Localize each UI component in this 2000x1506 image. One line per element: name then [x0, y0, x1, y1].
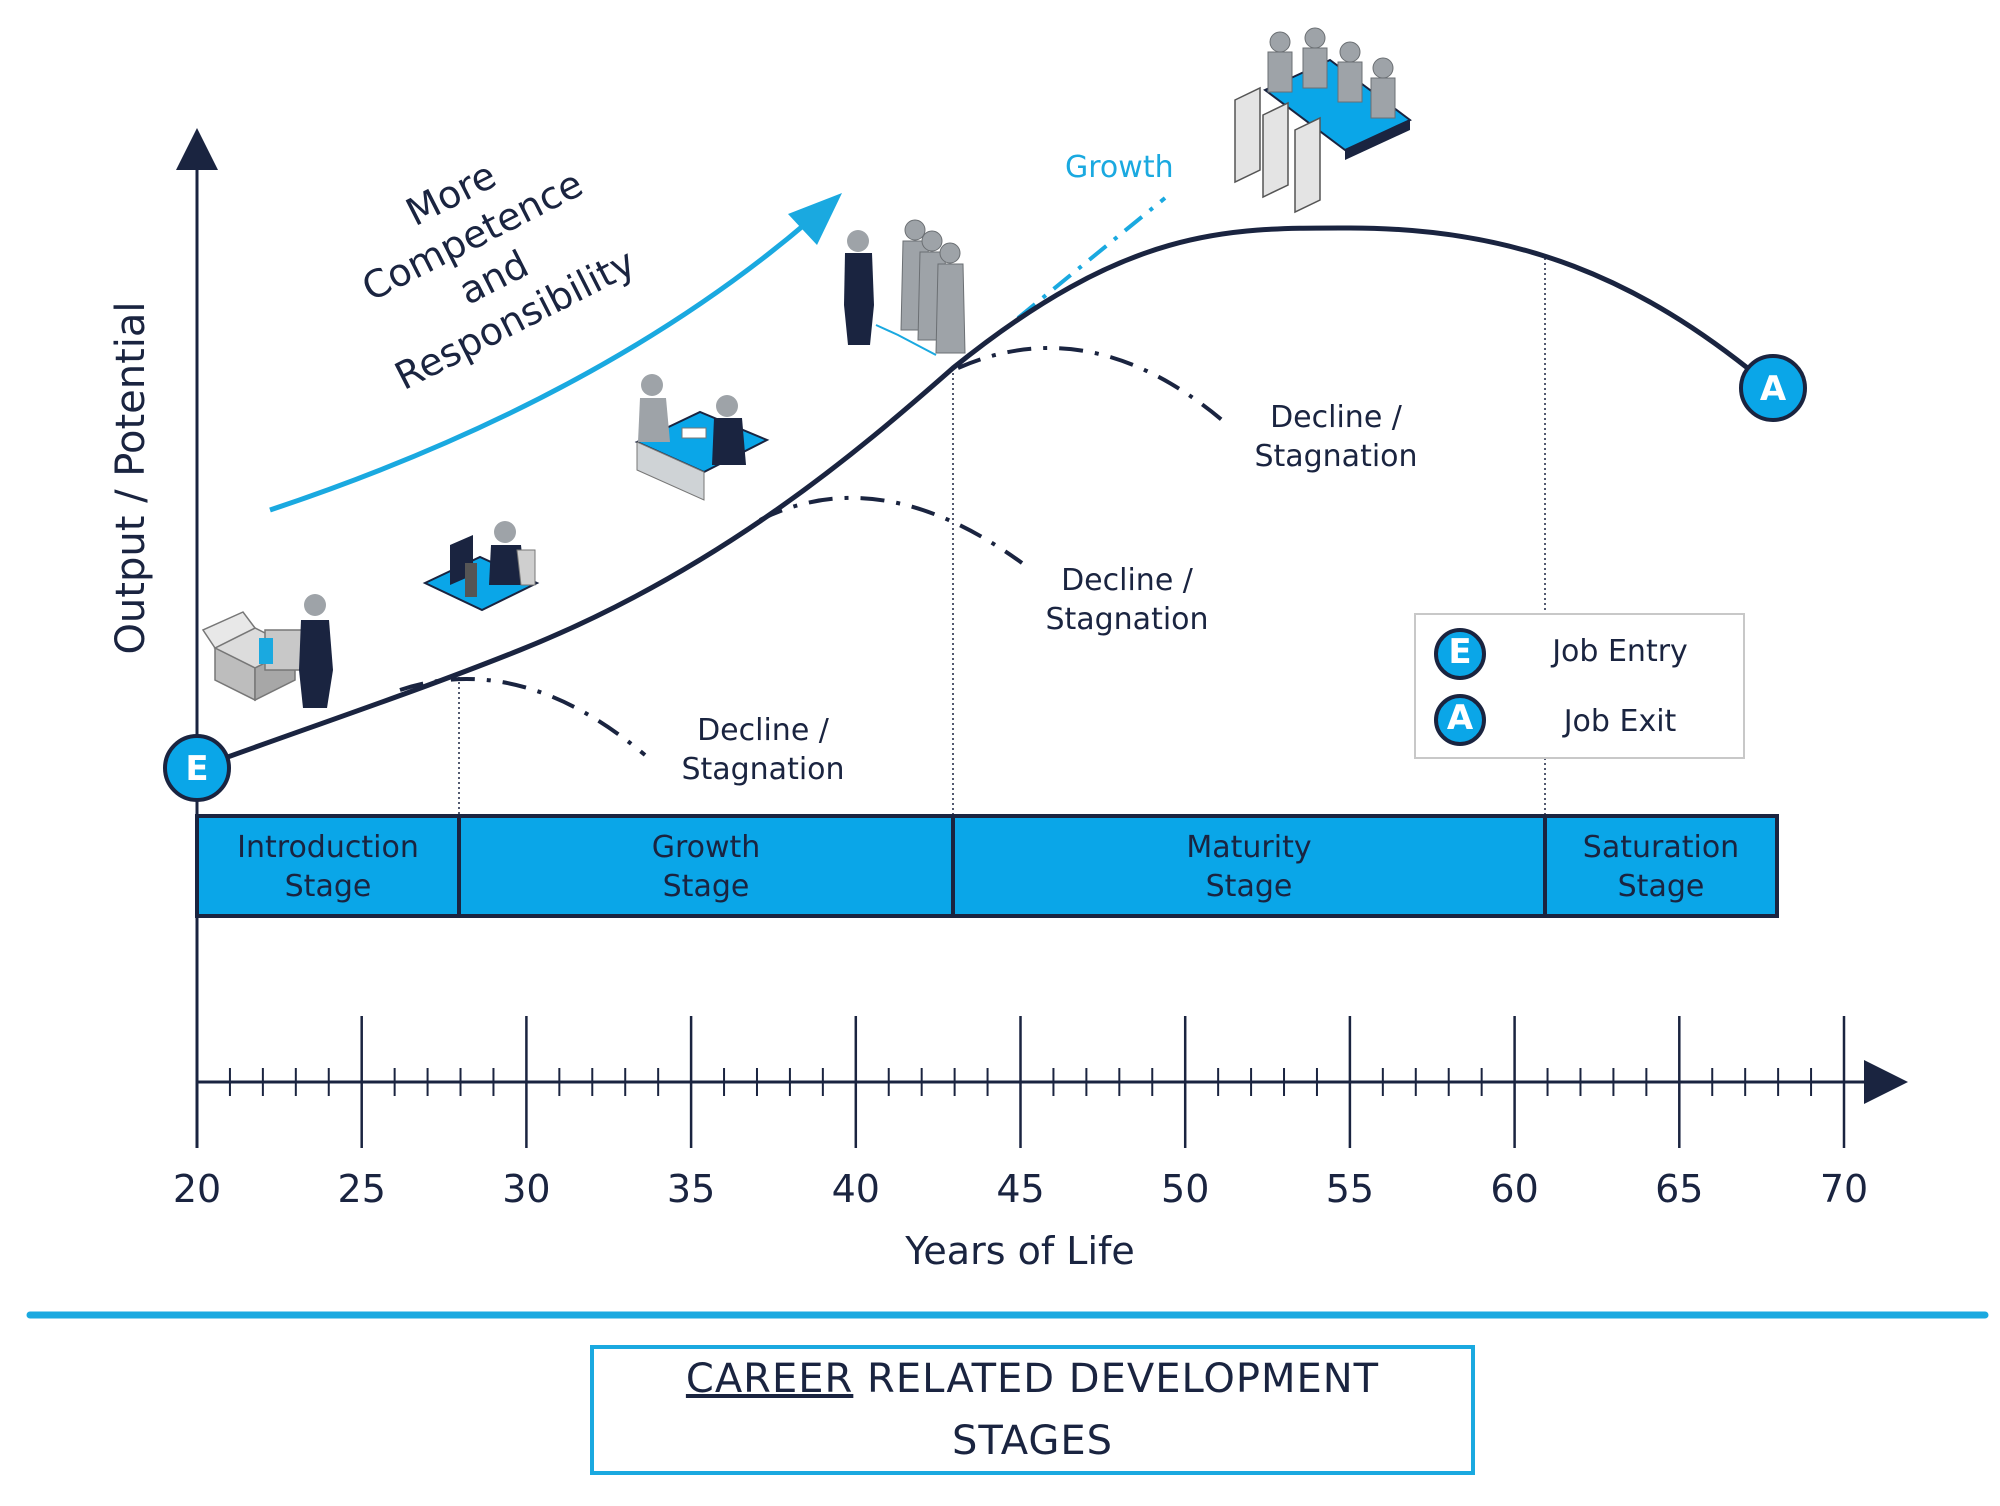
decline-label-3-line2: Stagnation: [1254, 439, 1417, 474]
decline-label-1-line2: Stagnation: [681, 752, 844, 787]
x-tick-label: 70: [1820, 1167, 1868, 1211]
boardroom-icon: [1234, 27, 1412, 214]
entry-marker: E: [163, 734, 231, 802]
caption-line-2: STAGES: [951, 1418, 1114, 1464]
x-tick-label: 40: [832, 1167, 880, 1211]
career-curve: [196, 225, 1762, 771]
legend: E Job Entry A Job Exit: [1414, 613, 1745, 759]
caption-line-1: CAREER RELATED DEVELOPMENT: [686, 1348, 1379, 1410]
caption-underlined-word: CAREER: [685, 1356, 854, 1402]
decline-label-1-line1: Decline /: [697, 713, 830, 748]
x-tick-label: 50: [1161, 1167, 1209, 1211]
diagram-caption: CAREER RELATED DEVELOPMENT STAGES: [590, 1345, 1475, 1475]
decline-label-2-line2: Stagnation: [1045, 602, 1208, 637]
meeting-desk-icon: [634, 374, 770, 501]
legend-exit-badge: [1434, 694, 1486, 746]
legend-entry-label: Job Entry: [1550, 634, 1688, 669]
x-axis-tick-labels: 20 25 30 35 40 45 50 55 60 65 70: [173, 1167, 1868, 1211]
decline-curve-1: [399, 677, 647, 757]
x-tick-label: 55: [1326, 1167, 1374, 1211]
stage-separators: [458, 258, 1546, 816]
decline-label-2-line1: Decline /: [1061, 563, 1194, 598]
x-tick-label: 30: [502, 1167, 550, 1211]
x-tick-label: 20: [173, 1167, 221, 1211]
decline-label-3-line1: Decline /: [1270, 400, 1403, 435]
growth-branch-label: Growth: [1065, 150, 1174, 185]
stage-maturity: [951, 814, 1547, 918]
svg-text:E: E: [185, 749, 208, 789]
stage-growth: [457, 814, 955, 918]
growth-branch-line: [1016, 196, 1167, 320]
competence-arrow: [269, 218, 812, 513]
decline-curves: [399, 346, 1224, 757]
x-tick-label: 45: [996, 1167, 1044, 1211]
stage-maturity-line2: Stage: [1206, 869, 1293, 904]
x-axis-label: Years of Life: [904, 1229, 1135, 1273]
decline-curve-3: [957, 346, 1224, 422]
stage-saturation: [1543, 814, 1779, 918]
stage-growth-line2: Stage: [663, 869, 750, 904]
shipping-desk-icon: [201, 594, 333, 708]
competence-arrowhead: [788, 193, 842, 245]
y-axis-arrowhead: [176, 128, 218, 170]
stage-introduction-line2: Stage: [285, 869, 372, 904]
call-center-desk-icon: [422, 521, 540, 612]
legend-entry-badge: [1434, 628, 1486, 680]
decline-curve-2: [759, 495, 1024, 565]
stage-growth-line1: Growth: [652, 830, 761, 865]
team-leader-icon: [844, 219, 966, 356]
stage-introduction-line1: Introduction: [237, 830, 419, 865]
stage-introduction: [195, 814, 461, 918]
x-tick-label: 35: [667, 1167, 715, 1211]
x-tick-label: 60: [1490, 1167, 1538, 1211]
svg-text:E: E: [1448, 632, 1471, 672]
stage-saturation-line1: Saturation: [1583, 830, 1739, 865]
competence-caption: More Competence and Responsibility: [355, 153, 642, 399]
x-tick-label: 25: [338, 1167, 386, 1211]
legend-exit-label: Job Exit: [1562, 704, 1677, 739]
y-axis-label: Output / Potential: [108, 301, 154, 654]
caption-rest: RELATED DEVELOPMENT: [853, 1356, 1380, 1402]
stage-maturity-line1: Maturity: [1186, 830, 1311, 865]
exit-marker: A: [1739, 354, 1807, 422]
x-axis-ticks: [195, 1016, 1846, 1148]
x-tick-label: 65: [1655, 1167, 1703, 1211]
svg-text:A: A: [1447, 698, 1474, 738]
stage-saturation-line2: Stage: [1618, 869, 1705, 904]
stage-bar: Introduction Stage Growth Stage Maturity…: [195, 814, 1779, 918]
svg-text:A: A: [1760, 369, 1787, 409]
x-axis-arrowhead: [1864, 1060, 1908, 1104]
